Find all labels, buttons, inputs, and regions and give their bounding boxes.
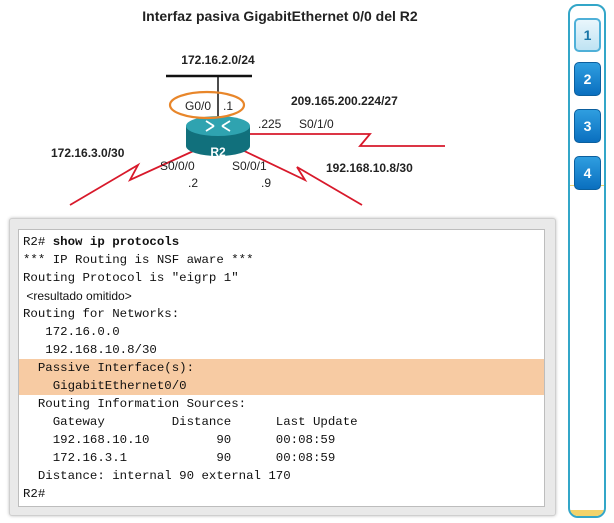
s000-ip-label: .2 <box>188 176 198 190</box>
cli-line: 172.16.3.1 90 00:08:59 <box>23 451 336 465</box>
left-network-label: 172.16.3.0/30 <box>51 146 125 160</box>
serial-link-isp <box>246 133 445 147</box>
serial-link-left <box>69 147 201 206</box>
cli-panel: R2# show ip protocols *** IP Routing is … <box>9 218 556 516</box>
step-button-3[interactable]: 3 <box>574 109 601 143</box>
cli-line-omitted: <resultado omitido> <box>23 289 132 303</box>
serial-link-right <box>237 147 363 206</box>
cli-line: Gateway Distance Last Update <box>23 415 358 429</box>
step-navigation-panel: 1 2 3 4 <box>568 4 606 518</box>
lan-network-label: 172.16.2.0/24 <box>181 53 255 67</box>
s000-interface-label: S0/0/0 <box>160 159 195 173</box>
cli-command-line: R2# show ip protocols <box>19 233 544 251</box>
cli-line: R2# <box>23 487 46 501</box>
g0-interface-label: G0/0 <box>185 99 211 113</box>
cli-line: Routing Information Sources: <box>23 397 247 411</box>
step-button-1[interactable]: 1 <box>574 18 601 52</box>
s001-ip-label: .9 <box>261 176 271 190</box>
cli-line: 172.16.0.0 <box>23 325 120 339</box>
g0-ip-label: .1 <box>223 99 233 113</box>
right-network-label: 192.168.10.8/30 <box>326 161 413 175</box>
cli-line: Distance: internal 90 external 170 <box>23 469 291 483</box>
s010-ip-label: .225 <box>258 117 282 131</box>
step-button-4[interactable]: 4 <box>574 156 601 190</box>
router-name-label: R2 <box>210 145 226 159</box>
cli-output: R2# show ip protocols *** IP Routing is … <box>18 229 545 507</box>
cli-line: Routing Protocol is "eigrp 1" <box>23 271 239 285</box>
cli-line: 192.168.10.8/30 <box>23 343 157 357</box>
cli-line: Routing for Networks: <box>23 307 180 321</box>
step-button-2[interactable]: 2 <box>574 62 601 96</box>
page-title: Interfaz pasiva GigabitEthernet 0/0 del … <box>142 8 418 24</box>
s010-interface-label: S0/1/0 <box>299 117 334 131</box>
cli-line: *** IP Routing is NSF aware *** <box>23 253 254 267</box>
cli-line-highlighted: GigabitEthernet0/0 <box>19 377 544 395</box>
cli-prompt: R2# <box>23 235 46 249</box>
nav-panel-footer <box>570 185 604 516</box>
router-r2: R2 <box>186 116 250 159</box>
cli-command: show ip protocols <box>52 235 180 249</box>
cli-line: 192.168.10.10 90 00:08:59 <box>23 433 336 447</box>
s001-interface-label: S0/0/1 <box>232 159 267 173</box>
passive-interface-highlight <box>168 90 246 120</box>
network-topology-diagram: R2 172.16.2.0/24 G0/0 .1 209.165.200.224… <box>51 53 445 206</box>
cli-line-highlighted: Passive Interface(s): <box>19 359 544 377</box>
isp-network-label: 209.165.200.224/27 <box>291 94 398 108</box>
